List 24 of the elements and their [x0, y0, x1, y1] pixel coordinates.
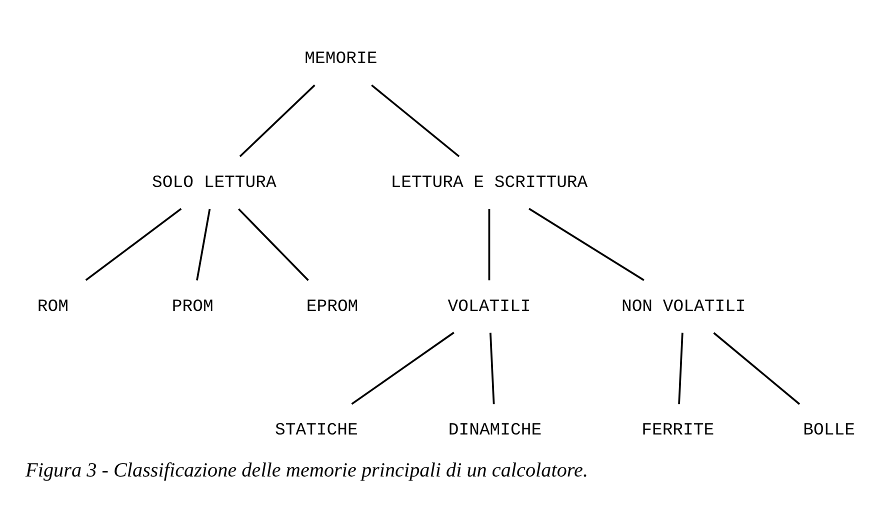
node-text: NON VOLATILI — [621, 297, 746, 316]
node-text: STATICHE — [274, 421, 358, 440]
connector — [371, 84, 460, 157]
node-text: DINAMICHE — [448, 421, 542, 440]
connector — [678, 332, 684, 404]
node-text: LETTURA E SCRITTURA — [390, 173, 588, 192]
connector — [528, 207, 644, 280]
node-text: MEMORIE — [304, 50, 378, 69]
connector — [490, 332, 495, 404]
connector — [85, 207, 182, 280]
connector — [239, 84, 316, 157]
node-text: SOLO LETTURA — [152, 173, 276, 192]
node-text: BOLLE — [803, 421, 855, 440]
connector — [196, 208, 211, 280]
connector — [488, 208, 490, 280]
connector — [713, 332, 800, 404]
node-text: EPROM — [306, 297, 358, 316]
node-text: ROM — [37, 297, 68, 316]
node-text: VOLATILI — [448, 297, 531, 316]
caption: Figura 3 - Classificazione delle memorie principali di un calcolatore. — [26, 459, 588, 482]
node-text: PROM — [172, 297, 214, 316]
connector — [238, 208, 309, 280]
node-text: FERRITE — [642, 421, 714, 440]
connector — [351, 331, 454, 404]
